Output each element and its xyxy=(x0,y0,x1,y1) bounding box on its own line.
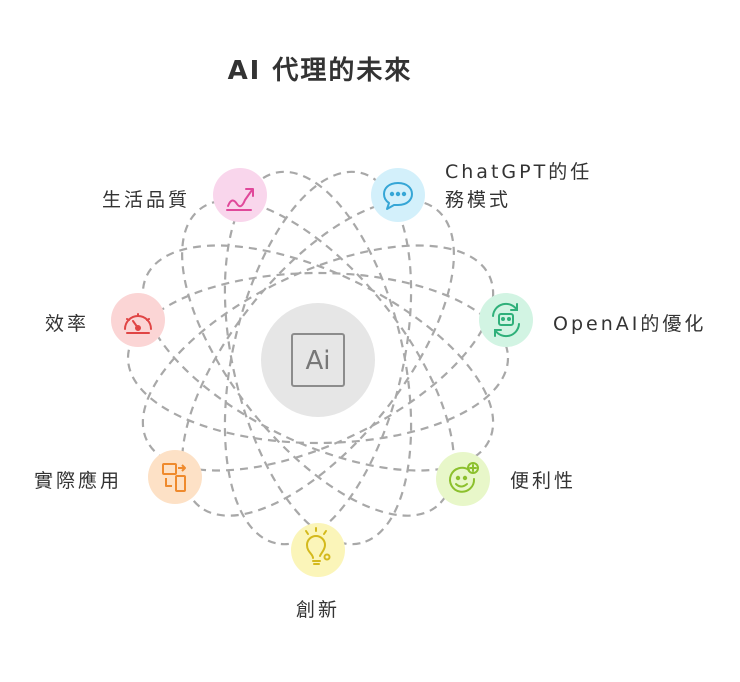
orbit-ring xyxy=(141,244,495,472)
orbit-ring xyxy=(223,170,413,546)
smiley-plus-icon xyxy=(449,462,479,493)
node-convenience xyxy=(436,452,490,506)
node-openai xyxy=(479,293,533,347)
speedometer-icon xyxy=(124,313,152,334)
node-label-quality: 生活品質 xyxy=(102,189,191,211)
lightbulb-icon xyxy=(305,527,331,565)
node-quality xyxy=(213,168,267,222)
ai-chip-icon xyxy=(291,333,345,387)
trend-up-icon xyxy=(226,188,254,211)
node-label-chatgpt-line2: 務模式 xyxy=(445,189,512,211)
robot-refresh-icon xyxy=(492,302,520,338)
devices-sync-icon xyxy=(162,463,186,492)
node-efficiency xyxy=(111,293,165,347)
node-label-innovation: 創新 xyxy=(296,599,341,621)
node-chatgpt xyxy=(371,168,425,222)
center-text: Ai xyxy=(305,346,330,376)
orbit-ring xyxy=(181,199,455,517)
chat-bubble-icon xyxy=(383,182,413,210)
node-application xyxy=(148,450,202,504)
orbit-ring xyxy=(223,170,413,546)
node-label-chatgpt: ChatGPT的任 務模式 xyxy=(445,158,605,214)
node-label-convenience: 便利性 xyxy=(510,470,577,492)
node-innovation xyxy=(291,523,345,577)
node-label-application: 實際應用 xyxy=(34,470,123,492)
node-label-chatgpt-line1: ChatGPT的任 xyxy=(445,161,593,183)
orbit-ring xyxy=(141,244,495,472)
orbit-ring xyxy=(181,199,455,517)
orbit-ring xyxy=(126,271,510,445)
node-label-openai: OpenAI的優化 xyxy=(553,313,707,335)
node-label-efficiency: 效率 xyxy=(45,313,90,335)
center-hub: Ai xyxy=(261,303,375,417)
diagram-title: AI 代理的未來 xyxy=(227,56,413,86)
